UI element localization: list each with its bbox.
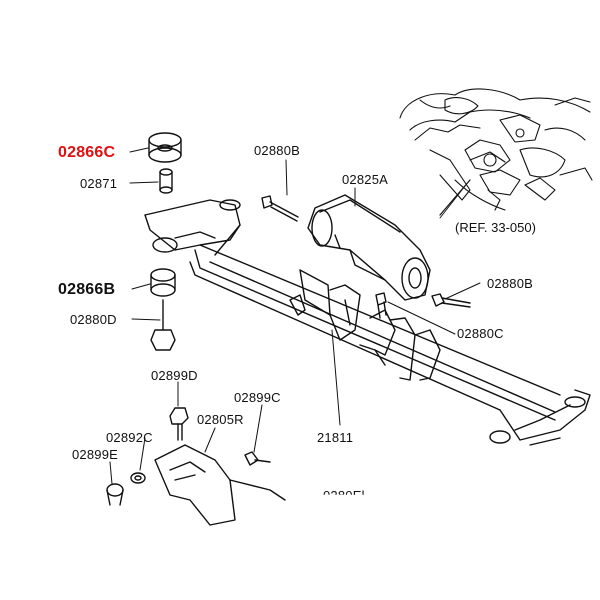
label-02899C[interactable]: 02899C bbox=[234, 390, 281, 405]
label-02892C[interactable]: 02892C bbox=[106, 430, 153, 445]
beam-brackets bbox=[289, 269, 441, 381]
bolt-02880B-right bbox=[431, 293, 471, 308]
bolt-02899D bbox=[169, 407, 189, 441]
label-02805R[interactable]: 02805R bbox=[197, 412, 244, 427]
bolt-02880D bbox=[150, 299, 176, 351]
bolt-02880B-top bbox=[261, 195, 299, 222]
collar-02871 bbox=[159, 168, 173, 194]
label-21811[interactable]: 21811 bbox=[317, 430, 354, 445]
label-02880C[interactable]: 02880C bbox=[457, 326, 504, 341]
bracket-02805R bbox=[154, 444, 286, 526]
bolt-02880C bbox=[375, 292, 387, 319]
label-02871[interactable]: 02871 bbox=[80, 176, 118, 191]
washer-02899E bbox=[106, 483, 124, 506]
label-02866C[interactable]: 02866C bbox=[58, 144, 116, 161]
label-02899D[interactable]: 02899D bbox=[151, 368, 198, 383]
crossmember-beam bbox=[144, 199, 591, 446]
nut-02892C bbox=[130, 472, 146, 484]
label-partial-cut: 0280El bbox=[323, 488, 365, 503]
label-02880B-top[interactable]: 02880B bbox=[254, 143, 301, 158]
leader-lines bbox=[109, 147, 481, 485]
label-02899E[interactable]: 02899E bbox=[72, 447, 119, 462]
engine-inset-illustration bbox=[399, 88, 593, 216]
label-02880B-right[interactable]: 02880B bbox=[487, 276, 534, 291]
insulator-02866B bbox=[150, 268, 176, 297]
engine-mount bbox=[307, 194, 431, 301]
label-02825A[interactable]: 02825A bbox=[342, 172, 389, 187]
reference-note[interactable]: (REF. 33-050) bbox=[455, 220, 536, 235]
label-02880D[interactable]: 02880D bbox=[70, 312, 117, 327]
label-02866B[interactable]: 02866B bbox=[58, 281, 116, 298]
insulator-02866C bbox=[148, 132, 182, 163]
bolt-02899C bbox=[244, 451, 271, 466]
